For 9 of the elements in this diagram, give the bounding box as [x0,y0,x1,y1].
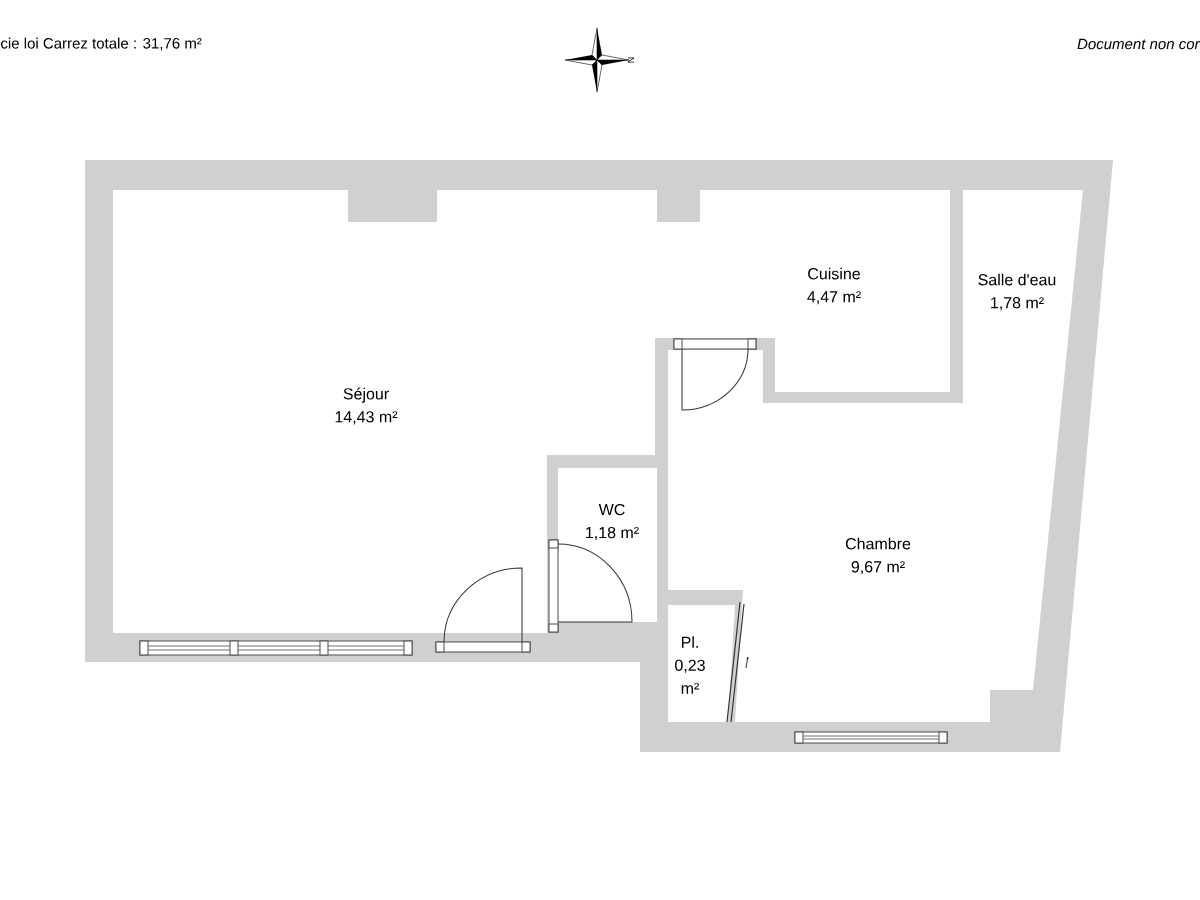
compass-label: N [627,57,635,63]
room-label: Séjour 14,43 m² [335,387,398,425]
disclaimer-text: Document non cor [1077,38,1200,50]
room-label: Cuisine 4,47 m² [807,267,861,305]
room-label: Salle d'eau 1,78 m² [978,273,1056,311]
room-label: Chambre 9,67 m² [845,537,911,575]
room-label: Pl. 0,23 m² [675,636,705,694]
header-text: cie loi Carrez totale : 31,76 m² [1,37,202,51]
room-label: WC 1,18 m² [586,503,639,541]
